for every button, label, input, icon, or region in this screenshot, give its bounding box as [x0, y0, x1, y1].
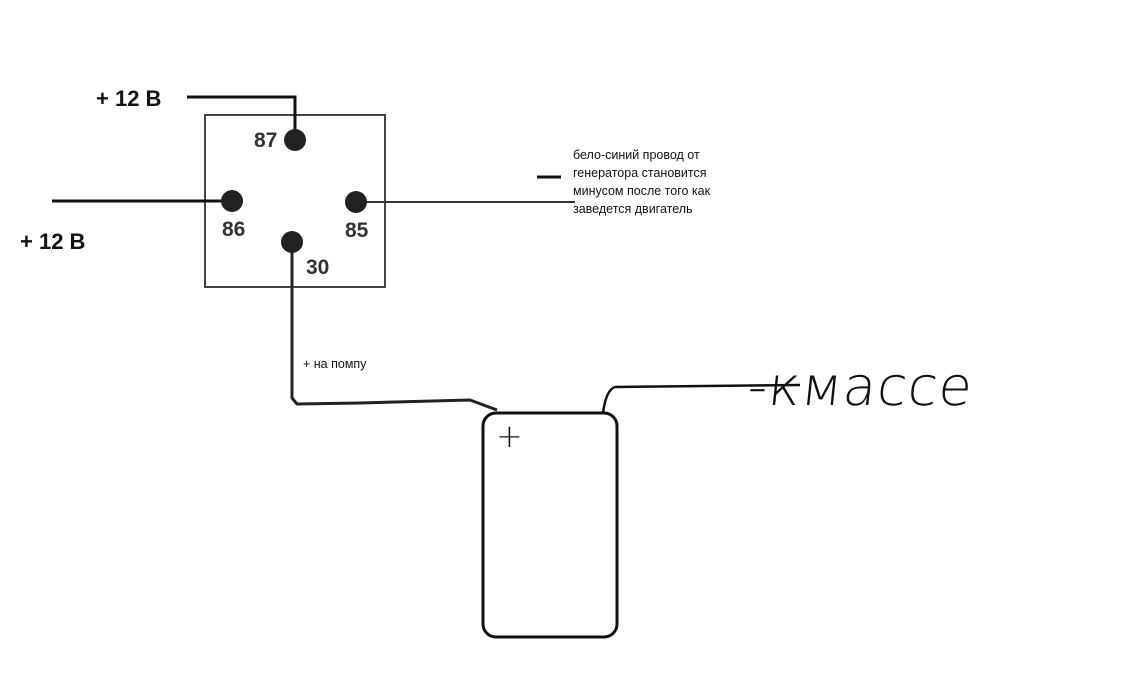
annotation-line-1: бело-синий провод от — [573, 148, 700, 162]
pin-86-dot — [221, 190, 243, 212]
annotation-line-2: генератора становится — [573, 166, 707, 180]
pin-85-dot — [345, 191, 367, 213]
annotation-line-3: минусом после того как — [573, 184, 711, 198]
wire-pump-to-ground — [601, 383, 801, 414]
pump-box — [481, 411, 619, 639]
pin-30-dot — [281, 231, 303, 253]
annotation-line-4: заведется двигатель — [573, 202, 693, 216]
pin-86-label: 86 — [222, 218, 246, 241]
pin-87-label: 87 — [254, 129, 278, 152]
supply-top-label: + 12 В — [96, 86, 162, 111]
pump-wire-label: + на помпу — [303, 357, 367, 371]
supply-left-label: + 12 В — [20, 229, 86, 254]
pump-plus-sign: + — [496, 417, 523, 455]
wire-12v-to-87 — [187, 95, 297, 140]
annotation-text: бело-синий провод от генератора становит… — [573, 146, 710, 218]
pin-30-label: 30 — [306, 256, 330, 279]
wire-30-to-pump — [290, 242, 498, 412]
pin-85-label: 85 — [345, 219, 369, 242]
pin-87-dot — [284, 129, 306, 151]
ground-label: -кмассе — [744, 355, 977, 418]
